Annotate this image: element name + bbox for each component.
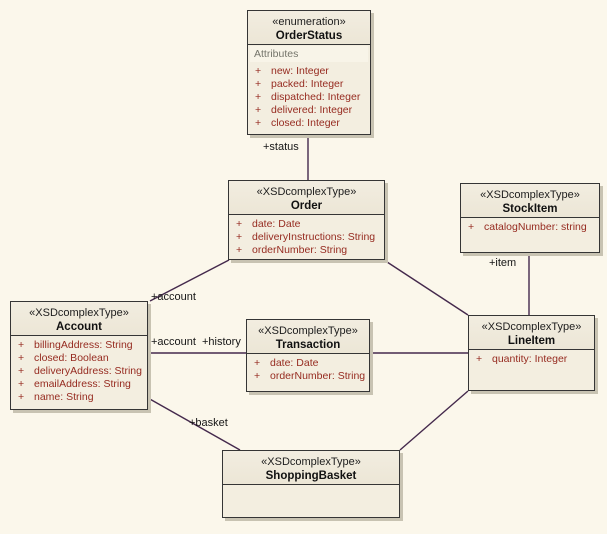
class-header: «XSDcomplexType» Account bbox=[11, 302, 147, 336]
attribute-text: dispatched: Integer bbox=[271, 91, 361, 103]
visibility-marker: + bbox=[255, 78, 262, 90]
attribute-text: deliveryInstructions: String bbox=[252, 231, 376, 243]
visibility-marker: + bbox=[236, 231, 243, 243]
class-stereotype: «XSDcomplexType» bbox=[480, 189, 580, 201]
attributes-compartment: + billingAddress: String + closed: Boolean… bbox=[11, 336, 147, 404]
class-stereotype: «enumeration» bbox=[272, 16, 346, 28]
class-name: StockItem bbox=[502, 203, 558, 215]
attribute-row: + orderNumber: String bbox=[229, 244, 384, 257]
visibility-marker: + bbox=[18, 391, 25, 403]
class-stereotype: «XSDcomplexType» bbox=[258, 325, 358, 337]
class-name: Transaction bbox=[275, 339, 341, 351]
attribute-text: packed: Integer bbox=[271, 78, 344, 90]
attribute-text: closed: Boolean bbox=[34, 352, 109, 364]
class-name: Order bbox=[290, 200, 323, 212]
class-name: ShoppingBasket bbox=[265, 470, 357, 482]
attribute-text: closed: Integer bbox=[271, 117, 340, 129]
class-stereotype: «XSDcomplexType» bbox=[261, 456, 361, 468]
attribute-row: + packed: Integer bbox=[248, 78, 370, 91]
attribute-row: + closed: Boolean bbox=[11, 352, 147, 365]
attribute-text: deliveryAddress: String bbox=[34, 365, 142, 377]
class-box-order[interactable]: «XSDcomplexType» Order + date: Date + deli… bbox=[228, 180, 385, 260]
class-box-stockitem[interactable]: «XSDcomplexType» StockItem + catalogNumbe… bbox=[460, 183, 600, 253]
attribute-row: + deliveryInstructions: String bbox=[229, 231, 384, 244]
attribute-text: emailAddress: String bbox=[34, 378, 131, 390]
attribute-row: + deliveryAddress: String bbox=[11, 365, 147, 378]
class-name: OrderStatus bbox=[275, 30, 343, 42]
attribute-row: + name: String bbox=[11, 391, 147, 404]
attribute-row: + quantity: Integer bbox=[469, 353, 594, 366]
class-name: Account bbox=[56, 321, 102, 333]
visibility-marker: + bbox=[18, 339, 25, 351]
attributes-compartment: + date: Date + deliveryInstructions: Strin… bbox=[229, 215, 384, 257]
visibility-marker: + bbox=[236, 218, 243, 230]
connector-order-lineitem[interactable] bbox=[383, 259, 469, 316]
class-stereotype: «XSDcomplexType» bbox=[29, 307, 129, 319]
attribute-text: orderNumber: String bbox=[252, 244, 348, 256]
connector-order-account[interactable] bbox=[149, 259, 230, 302]
visibility-marker: + bbox=[18, 352, 25, 364]
attribute-text: catalogNumber: string bbox=[484, 221, 587, 233]
attribute-row: + new: Integer bbox=[248, 65, 370, 78]
attribute-row: + emailAddress: String bbox=[11, 378, 147, 391]
class-header: «XSDcomplexType» Order bbox=[229, 181, 384, 215]
class-box-orderstatus[interactable]: «enumeration» OrderStatus Attributes + ne… bbox=[247, 10, 371, 135]
class-header: «XSDcomplexType» LineItem bbox=[469, 316, 594, 350]
visibility-marker: + bbox=[476, 353, 483, 365]
visibility-marker: + bbox=[18, 365, 25, 377]
attribute-text: delivered: Integer bbox=[271, 104, 353, 116]
class-box-transaction[interactable]: «XSDcomplexType» Transaction + date: Date… bbox=[246, 319, 370, 392]
visibility-marker: + bbox=[255, 91, 262, 103]
role-label-account-upper: +account bbox=[151, 291, 196, 303]
attribute-text: date: Date bbox=[252, 218, 301, 230]
attribute-text: orderNumber: String bbox=[270, 370, 366, 382]
attribute-text: date: Date bbox=[270, 357, 319, 369]
attributes-compartment: + quantity: Integer bbox=[469, 350, 594, 366]
attribute-row: + date: Date bbox=[229, 218, 384, 231]
role-label-status: +status bbox=[263, 141, 299, 153]
attributes-compartment: + date: Date + orderNumber: String bbox=[247, 354, 369, 383]
class-header: «XSDcomplexType» Transaction bbox=[247, 320, 369, 354]
connector-lineitem-shoppingbasket[interactable] bbox=[399, 390, 469, 451]
class-name: LineItem bbox=[507, 335, 556, 347]
role-label-history: +history bbox=[202, 336, 241, 348]
visibility-marker: + bbox=[236, 244, 243, 256]
visibility-marker: + bbox=[18, 378, 25, 390]
attribute-text: billingAddress: String bbox=[34, 339, 133, 351]
attribute-row: + closed: Integer bbox=[248, 117, 370, 130]
role-label-account-lower: +account bbox=[151, 336, 196, 348]
attribute-row: + billingAddress: String bbox=[11, 339, 147, 352]
class-header: «XSDcomplexType» ShoppingBasket bbox=[223, 451, 399, 485]
class-stereotype: «XSDcomplexType» bbox=[256, 186, 357, 198]
class-stereotype: «XSDcomplexType» bbox=[481, 321, 582, 333]
connector-account-shoppingbasket[interactable] bbox=[147, 397, 241, 451]
role-label-item: +item bbox=[489, 257, 517, 269]
visibility-marker: + bbox=[255, 65, 262, 77]
attribute-row: + catalogNumber: string bbox=[461, 221, 599, 234]
class-header: «XSDcomplexType» StockItem bbox=[461, 184, 599, 218]
role-label-basket: +basket bbox=[189, 417, 228, 429]
visibility-marker: + bbox=[255, 104, 262, 116]
attributes-section-label: Attributes bbox=[250, 46, 368, 62]
attributes-compartment: Attributes + new: Integer + packed: Intege… bbox=[248, 46, 370, 130]
attribute-row: + delivered: Integer bbox=[248, 104, 370, 117]
attribute-row: + orderNumber: String bbox=[247, 370, 369, 383]
attribute-row: + date: Date bbox=[247, 357, 369, 370]
attribute-text: new: Integer bbox=[271, 65, 329, 77]
visibility-marker: + bbox=[468, 221, 475, 233]
visibility-marker: + bbox=[254, 357, 261, 369]
class-box-lineitem[interactable]: «XSDcomplexType» LineItem + quantity: Int… bbox=[468, 315, 595, 391]
class-box-account[interactable]: «XSDcomplexType» Account + billingAddress… bbox=[10, 301, 148, 410]
attribute-text: quantity: Integer bbox=[492, 353, 568, 365]
visibility-marker: + bbox=[254, 370, 261, 382]
attributes-compartment bbox=[223, 485, 399, 488]
visibility-marker: + bbox=[255, 117, 262, 129]
attributes-compartment: + catalogNumber: string bbox=[461, 218, 599, 234]
class-header: «enumeration» OrderStatus bbox=[248, 11, 370, 45]
attribute-text: name: String bbox=[34, 391, 94, 403]
attribute-row: + dispatched: Integer bbox=[248, 91, 370, 104]
class-box-shoppingbasket[interactable]: «XSDcomplexType» ShoppingBasket bbox=[222, 450, 400, 518]
